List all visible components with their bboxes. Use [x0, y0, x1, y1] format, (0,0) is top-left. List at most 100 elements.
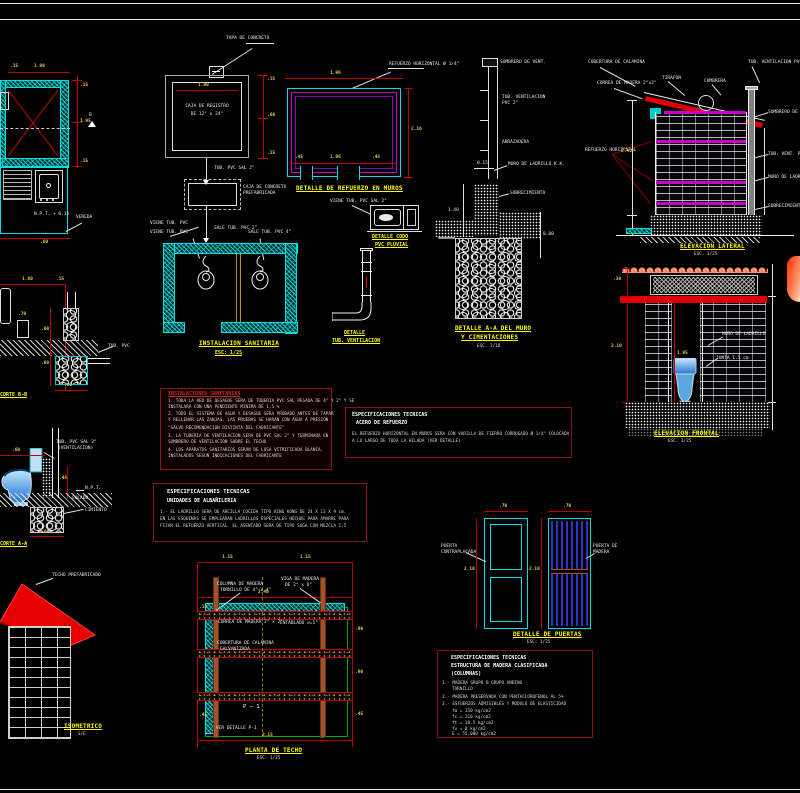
toilet-plan-icon — [251, 256, 269, 290]
dim-text: .80 — [41, 361, 50, 366]
plan-title: PLANTA DE TECHO — [245, 747, 303, 754]
spec-panel-madera — [437, 650, 593, 738]
spec-line: "SALVO RECOMENDACION DISTINTA DEL FABRIC… — [168, 426, 285, 431]
roof-label: COBERTURA DE CALAMINA — [588, 60, 645, 65]
ground-hatch — [0, 493, 112, 507]
dim-text: 1.15 — [222, 555, 233, 560]
pipe-elbow — [332, 302, 372, 321]
door-opening — [337, 166, 359, 180]
leader-line — [388, 68, 424, 69]
wall-section — [52, 428, 59, 498]
spec-line: A LO LARGO DE TODA LA HILADA (VER DETALL… — [352, 439, 461, 444]
leader-line — [63, 508, 84, 514]
door-frame — [484, 518, 528, 629]
spec-line: INSTALARA CON UNA PENDIENTE MINIMA DE 1.… — [168, 405, 280, 410]
cobertura-label: GALVANIZADA — [220, 647, 250, 652]
dim-text: .90 — [355, 670, 364, 675]
tub-label: TUB. PVC — [108, 344, 130, 349]
mark-dot — [52, 199, 54, 201]
dimension-line — [632, 100, 633, 235]
cimiento-label: CIMIENTO — [85, 508, 107, 513]
roof-label: CUMBRERA — [704, 79, 726, 84]
caja-prefab — [188, 183, 237, 206]
brick-wall — [700, 303, 766, 403]
spec-subheading: UNIDADES DE ALBAÑILERIA — [167, 498, 237, 504]
codo-inner — [374, 209, 401, 226]
stone-hatch — [42, 458, 52, 498]
spec-line: EL REFUERZO HORIZONTAL EN MUROS SERA CON… — [352, 432, 570, 437]
dim-tick — [627, 215, 637, 216]
ground-hatch — [628, 428, 763, 436]
tapa-label: TAPA DE CONCRETO — [226, 36, 270, 41]
detail-title: DETALLE CODO — [372, 234, 409, 240]
fixture-frame — [0, 167, 68, 234]
spec-heading: ESPECIFICACIONES TECNICAS — [451, 655, 527, 661]
flow-line — [206, 206, 207, 240]
right-label: TUB. VENT. PVC 2" — [768, 152, 800, 157]
dim-text: .60 — [41, 327, 50, 332]
wood-beam — [197, 692, 352, 701]
sheet-border-top-inner — [0, 19, 800, 20]
dimension-line — [352, 562, 353, 747]
detail-title: DETALLE DE REFUERZO EN MUROS — [296, 185, 403, 192]
dim-text: 1.80 — [22, 277, 33, 282]
caja-prefab-label: PREFABRICADA — [243, 191, 276, 196]
dim-text: 1.15 — [300, 555, 311, 560]
entablado-label: ENTABLADO e=1" — [280, 621, 318, 626]
tub-label: TUB. PVC SAL 2" — [56, 440, 97, 445]
view-title: ELEVACION FRONTAL — [654, 430, 719, 437]
spec-value: fv = 8 kg/cm2 — [452, 727, 486, 732]
dimension-line — [176, 90, 238, 91]
dim-text: .45 — [355, 712, 364, 717]
dim-tick — [258, 118, 268, 119]
sobrecimiento-hatch — [474, 184, 499, 236]
wall-hatch — [163, 322, 185, 333]
leader-line — [246, 43, 274, 44]
dim-text: .45 — [295, 155, 304, 160]
caja-text: DE 12" x 24" — [190, 112, 224, 117]
spec-line: FIJAR EL REFUERZO VERTICAL. EL ASENTADO … — [160, 524, 347, 529]
wood-beam — [197, 611, 352, 620]
dimension-line — [0, 455, 45, 456]
dim-text: .60 — [40, 240, 49, 245]
roof-label: CORREA DE MADERA 2"x2" — [597, 81, 657, 86]
caja-text: CAJA DE REGISTRO — [185, 104, 229, 109]
techo-label: TECHO PREFABRICADO — [52, 573, 101, 578]
panel-mark: P — 1 — [243, 704, 260, 710]
level-mark-label: B — [89, 113, 92, 118]
dimension-line — [627, 268, 628, 420]
tick — [480, 90, 488, 91]
puerta-label: MADERA — [593, 550, 610, 555]
vent-pipe-line — [497, 67, 498, 179]
roof-label: TIRAFON — [662, 76, 681, 81]
door-opening — [300, 166, 312, 180]
tapa-symbol — [209, 66, 224, 78]
door-jamb — [702, 303, 703, 421]
tapa-symbol-line — [212, 71, 220, 72]
stone-column — [63, 308, 79, 341]
dim-text: .45 — [59, 476, 68, 481]
pipe-joint — [361, 271, 372, 272]
viga-label: VIGA DE MADERA — [281, 577, 319, 582]
ground-hatch — [0, 340, 98, 356]
spec-value: ft = 10.5 kg/cm2 — [452, 721, 494, 726]
spec-value: fm = 150 kg/cm2 — [452, 709, 491, 714]
mark-dot — [46, 199, 48, 201]
dimension-line — [0, 238, 70, 239]
jamb-line — [359, 166, 360, 180]
brace-x-lines — [8, 90, 58, 156]
leader-line — [613, 88, 643, 100]
brick-pier — [645, 303, 672, 403]
spec-heading: ESPECIFICACIONES TECNICAS — [167, 489, 250, 495]
sale-label: SALE TUB. PVC 2" — [214, 226, 258, 231]
dim-tick — [768, 296, 776, 297]
spec-line: INSTALADOS SEGUN INDICACIONES DEL FABRIC… — [168, 454, 282, 459]
tub-label: TUB. PVC SAL 2" — [214, 166, 255, 171]
stone-foundation — [455, 238, 522, 319]
caja-dashed — [184, 179, 241, 210]
cobertura-label: COBERTURA DE CALAMINA — [217, 641, 274, 646]
scale-label: S/E — [78, 732, 86, 737]
dimension-line — [540, 212, 541, 258]
partition-lines — [236, 254, 241, 322]
vent-pipe — [748, 90, 755, 232]
